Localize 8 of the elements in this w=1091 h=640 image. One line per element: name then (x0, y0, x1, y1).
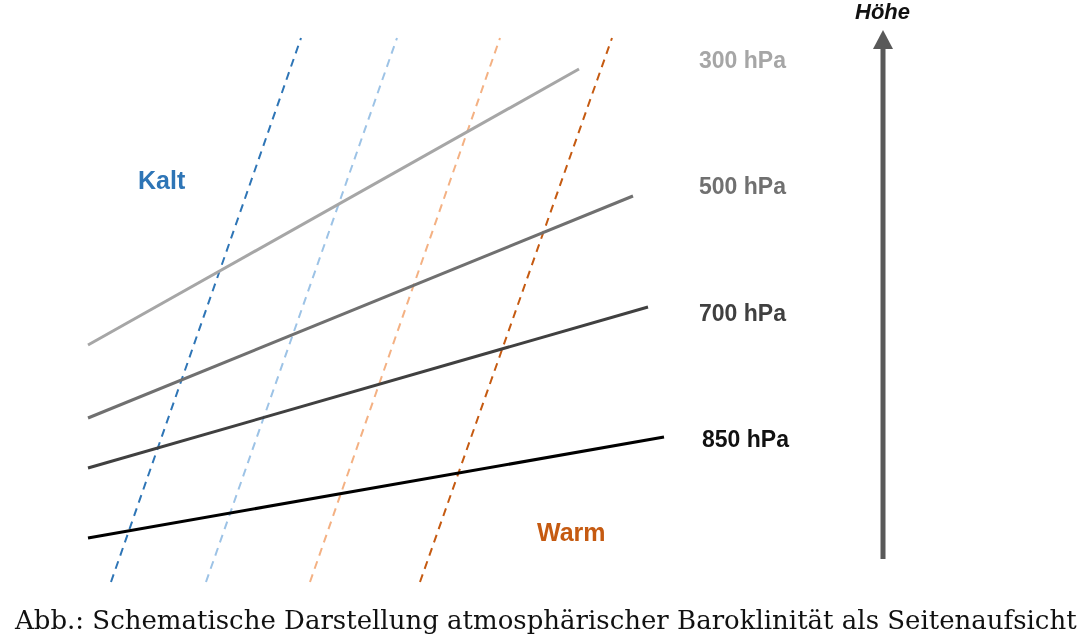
pressure-level-label: 700 hPa (699, 301, 786, 327)
axis-label: Höhe (855, 0, 910, 25)
pressure-level-label: 500 hPa (699, 174, 786, 200)
air-mass-label: Warm (537, 519, 606, 547)
air-mass-label: Kalt (138, 167, 186, 195)
pressure-level-label: 850 hPa (702, 427, 789, 453)
figure-caption: Abb.: Schematische Darstellung atmosphärischer Baroklinität als Seitenaufsicht (15, 606, 1077, 636)
pressure-level-label: 300 hPa (699, 48, 786, 74)
